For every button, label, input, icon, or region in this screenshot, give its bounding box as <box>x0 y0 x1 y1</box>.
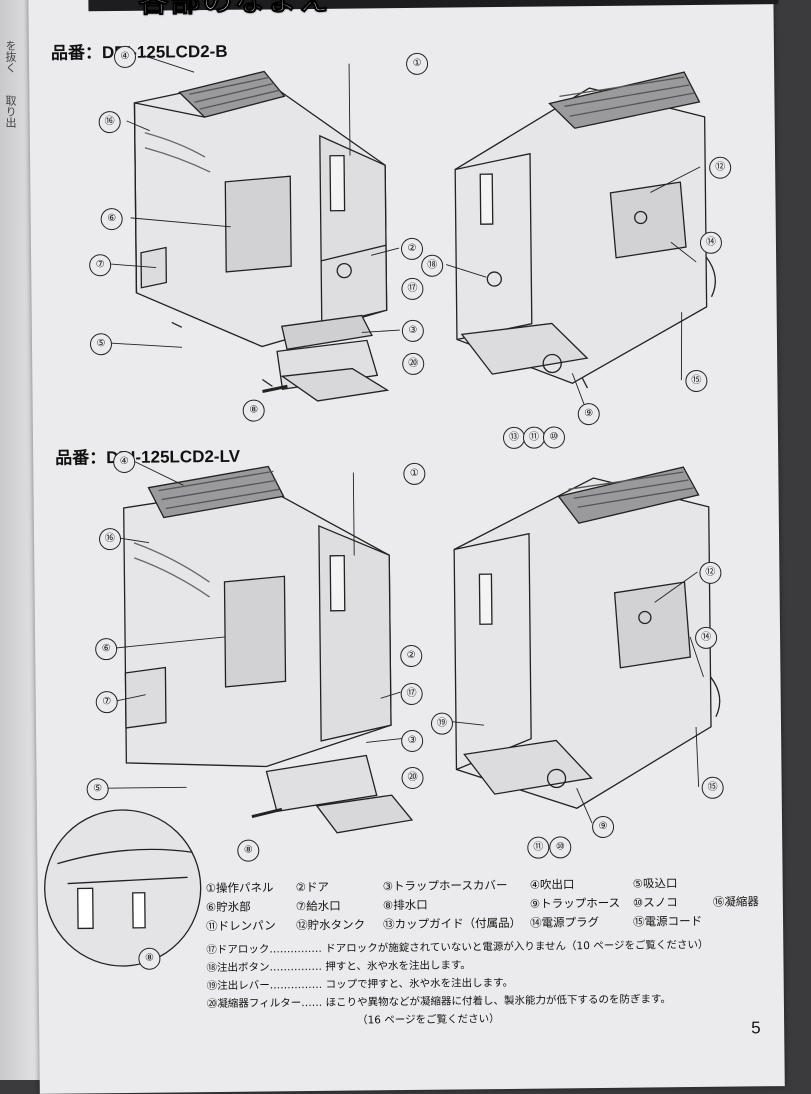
callout-10: ⑩ <box>542 426 566 449</box>
callout-11: ⑪ <box>522 426 546 449</box>
manual-page: 各部のなまえ 品番：DRI-125LCD2-B 品番：DRI-125LCD2-L… <box>28 0 785 1094</box>
callout-2: ② <box>400 644 423 668</box>
callout-15: ⑮ <box>701 776 724 799</box>
note-term: ⑰ドアロック <box>206 943 270 957</box>
callout-14: ⑭ <box>694 626 718 649</box>
callout-9: ⑨ <box>591 815 615 839</box>
callout-6: ⑥ <box>100 207 123 231</box>
callout-8-detail: ⑧ <box>138 947 161 970</box>
callout-9: ⑨ <box>577 402 600 426</box>
note-text: コップで押すと、氷や水を注出します。 <box>325 976 514 991</box>
note-text: 押すと、氷や水を注出します。 <box>325 959 471 973</box>
note-dispense-button: ⑱注出ボタン…………… 押すと、氷や水を注出します。 <box>206 957 471 975</box>
callout-8: ⑧ <box>242 399 265 422</box>
callout-6: ⑥ <box>95 638 118 661</box>
legend-item: ⑥貯氷部 <box>205 899 251 915</box>
callout-16: ⑯ <box>98 527 122 551</box>
note-dots: …………… <box>269 978 323 992</box>
legend-item: ①操作パネル <box>205 880 274 896</box>
callout-17: ⑰ <box>401 277 424 301</box>
callout-12: ⑫ <box>709 156 732 179</box>
callout-5: ⑤ <box>86 778 109 801</box>
machine-illustrations <box>44 55 721 967</box>
callout-8: ⑧ <box>237 839 260 862</box>
note-term: ⑳凝縮器フィルター <box>206 997 302 1011</box>
page-number: 5 <box>751 1018 761 1038</box>
callout-1: ① <box>403 462 426 486</box>
callout-19: ⑲ <box>430 712 454 735</box>
callout-16: ⑯ <box>98 110 121 134</box>
callout-15: ⑮ <box>685 369 708 393</box>
callout-4: ④ <box>113 45 137 69</box>
legend-item: ⑫貯水タンク <box>296 917 366 933</box>
callout-2: ② <box>400 237 424 261</box>
note-text: ほこりや異物などが凝縮器に付着し、製氷能力が低下するのを防ぎます。 <box>325 993 672 1009</box>
callout-1: ① <box>405 52 429 75</box>
illustration-lv-left <box>123 465 414 834</box>
legend-item: ⑭電源プラグ <box>529 915 600 930</box>
note-dots: …………… <box>269 942 322 956</box>
legend-item: ⑯凝縮器 <box>712 894 759 909</box>
drain-detail-circle <box>44 809 202 967</box>
prev-page-text: を抜く <box>4 40 17 73</box>
callout-11: ⑪ <box>527 836 550 859</box>
legend-item: ⑤吸込口 <box>632 876 678 891</box>
callout-5: ⑤ <box>89 333 113 356</box>
legend-item: ⑬カップガイド（付属品） <box>383 915 522 932</box>
illustration-lv-right <box>453 466 721 809</box>
callout-7: ⑦ <box>95 691 118 714</box>
legend-item: ⑪ドレンパン <box>206 918 276 934</box>
legend-item: ②ドア <box>295 879 330 895</box>
callout-20: ⑳ <box>402 352 425 376</box>
callout-18: ⑱ <box>421 254 444 277</box>
callout-7: ⑦ <box>89 254 112 277</box>
legend-item: ⑩スノコ <box>632 895 678 910</box>
callout-13: ⑬ <box>502 426 526 449</box>
note-dots: …………… <box>269 960 323 974</box>
prev-page-text: 取り出 <box>4 95 17 128</box>
legend-item: ③トラップホースカバー <box>382 877 508 894</box>
legend-item: ⑮電源コード <box>632 913 703 929</box>
legend-item: ⑦給水口 <box>295 898 341 914</box>
note-dots: …… <box>301 996 323 1010</box>
legend-item: ⑨トラップホース <box>529 895 621 911</box>
illustration-b-left <box>133 70 390 402</box>
callout-3: ③ <box>401 319 424 343</box>
legend-item: ⑧排水口 <box>382 897 428 913</box>
note-term: ⑲注出レバー <box>206 979 270 993</box>
callout-20: ⑳ <box>401 766 424 790</box>
callout-3: ③ <box>401 729 424 753</box>
callout-12: ⑫ <box>699 561 722 584</box>
note-term: ⑱注出ボタン <box>206 961 270 975</box>
callout-10: ⑩ <box>549 836 572 859</box>
callout-17: ⑰ <box>400 682 423 706</box>
note-dispense-lever: ⑲注出レバー…………… コップで押すと、氷や水を注出します。 <box>207 975 514 993</box>
note-subtext: （16 ページをご覧ください） <box>357 1013 500 1027</box>
callout-14: ⑭ <box>699 231 723 254</box>
legend-item: ④吹出口 <box>529 877 575 892</box>
callout-4: ④ <box>113 450 136 474</box>
illustration-b-right <box>454 71 716 389</box>
